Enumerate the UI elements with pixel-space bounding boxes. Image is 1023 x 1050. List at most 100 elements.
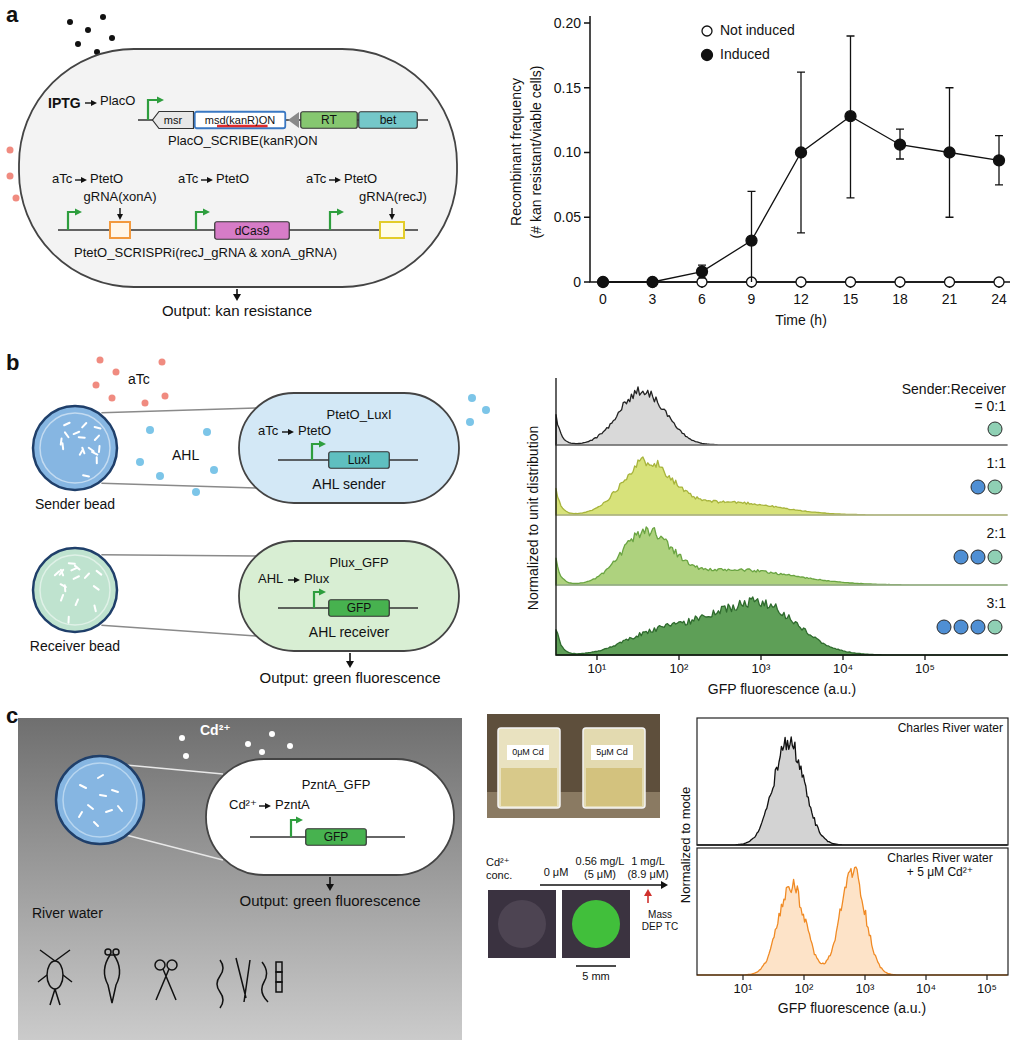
- bead-fluorescence-image: [488, 890, 630, 966]
- bead-fluorescence-image: [562, 890, 630, 958]
- gene-box: dCas9: [214, 221, 290, 240]
- gene-label: GFP: [324, 831, 349, 843]
- tick-label: 10⁵: [977, 982, 997, 997]
- bacterium: [74, 576, 79, 579]
- induced-series: [895, 139, 906, 150]
- arrow-head: [288, 429, 294, 435]
- chart-axes: [584, 23, 590, 282]
- ahl-molecules: [136, 458, 144, 466]
- plankton-icons: [276, 962, 282, 972]
- gene-box-outline: [329, 600, 390, 617]
- gene-label: RT: [321, 114, 337, 126]
- bead-ratio-icon: [988, 620, 1002, 634]
- panel-letter: b: [6, 350, 19, 375]
- induced-series: [994, 155, 1005, 166]
- histogram-axes: [697, 718, 1008, 845]
- arrow-head: [296, 817, 303, 824]
- limit-arrow: [644, 889, 652, 903]
- ratio-heading: Sender:Receiver: [902, 381, 1006, 397]
- plankton-icons: [155, 960, 165, 970]
- inducer-label: aTc: [258, 424, 278, 439]
- induced-series: [746, 235, 757, 246]
- bead-ratio-icon: [971, 550, 985, 564]
- not-induced-series: [895, 277, 905, 287]
- arrow-head: [157, 97, 164, 104]
- beaker-photo: [586, 768, 642, 806]
- plankton-icons: [113, 949, 119, 955]
- tick-label: 6: [698, 291, 706, 307]
- tick-label: 10¹: [734, 982, 753, 997]
- bead-outline: [33, 406, 117, 490]
- cell-outline: Cd²⁺PzntAPzntA_GFPGFP: [205, 758, 455, 876]
- grna-box: [110, 222, 130, 238]
- plankton-icons: [38, 950, 72, 1005]
- bead-fluorescence-image: [488, 890, 556, 958]
- output-arrow: [349, 653, 351, 662]
- not-induced-series: [846, 277, 856, 287]
- tick-label: 10⁴: [916, 982, 936, 997]
- beaker-tag: 5μM Cd: [596, 747, 628, 757]
- tick-label: 21: [942, 291, 958, 307]
- zoom-line: [126, 835, 223, 860]
- beaker-photo: [507, 745, 549, 760]
- gene-label: dCas9: [235, 225, 270, 237]
- promoter-label: PtetO: [298, 424, 331, 439]
- ahl-molecules: [156, 472, 164, 480]
- histogram-axes: [697, 848, 1008, 975]
- signal-label: AHL: [172, 447, 199, 463]
- induced-series: [603, 116, 999, 282]
- legend-label: Induced: [720, 46, 770, 62]
- gene-box: GFP: [328, 599, 390, 617]
- gene-label: bet: [380, 114, 397, 126]
- not-induced-series: [598, 277, 608, 287]
- bacterium: [94, 586, 99, 590]
- cell-label: AHL receiver: [309, 624, 389, 640]
- bacterium: [83, 475, 89, 476]
- plankton-icons: [38, 949, 282, 1008]
- histogram-curve: [697, 867, 1007, 975]
- bacterium: [97, 571, 102, 575]
- beaker-photo: [498, 728, 560, 808]
- bead-rim: [40, 413, 110, 483]
- construct-label: PzntA_GFP: [302, 778, 371, 793]
- panel-letter: a: [6, 2, 18, 27]
- sample-label: Charles River water: [898, 722, 1003, 736]
- tick-label: 10²: [795, 982, 814, 997]
- zoom-connector: [101, 408, 256, 488]
- hydrogel-bead: [63, 763, 137, 837]
- ahl-molecules: [482, 406, 490, 414]
- bacterium: [94, 605, 95, 611]
- concentration-label: 1 mg/L: [631, 855, 665, 868]
- output-arrow: [346, 653, 354, 668]
- gene-box: RT: [300, 111, 358, 129]
- gene-box-outline: [306, 829, 367, 846]
- tick-label: 0.20: [554, 15, 581, 31]
- histogram-curve: [556, 597, 1007, 655]
- arrow-head: [207, 177, 213, 183]
- tick-label: 3: [649, 291, 657, 307]
- output-arrow: [326, 877, 334, 891]
- chart-axes: [590, 16, 1010, 282]
- node-outline: [31, 404, 119, 492]
- bead-rim: [40, 555, 110, 625]
- atc-molecules: [142, 400, 149, 407]
- sample-label: River water: [32, 905, 103, 921]
- bacterium: [74, 432, 80, 434]
- hydrogel-bead: [56, 756, 144, 844]
- bacterium: [75, 566, 80, 570]
- bacterium: [64, 423, 69, 425]
- output-arrow: [329, 877, 331, 885]
- construct-label: PlacO_SCRIBE(kanR)ON: [168, 134, 318, 149]
- iptg-molecules: [100, 14, 106, 20]
- tick-label: 0.10: [554, 144, 581, 160]
- gene-arrow: [153, 112, 194, 129]
- legend-label: Not induced: [720, 22, 795, 38]
- concentration-label: (8.9 μM): [627, 868, 668, 881]
- inducer-label: Cd²⁺: [229, 798, 257, 813]
- histogram-axes: [697, 718, 1008, 980]
- cell-outline: AHLPluxPlux_GFPAHL receiverGFP: [238, 540, 460, 652]
- plankton-icons: [47, 961, 63, 989]
- plankton-icons: [276, 972, 282, 982]
- hydrogel-bead: [79, 775, 122, 826]
